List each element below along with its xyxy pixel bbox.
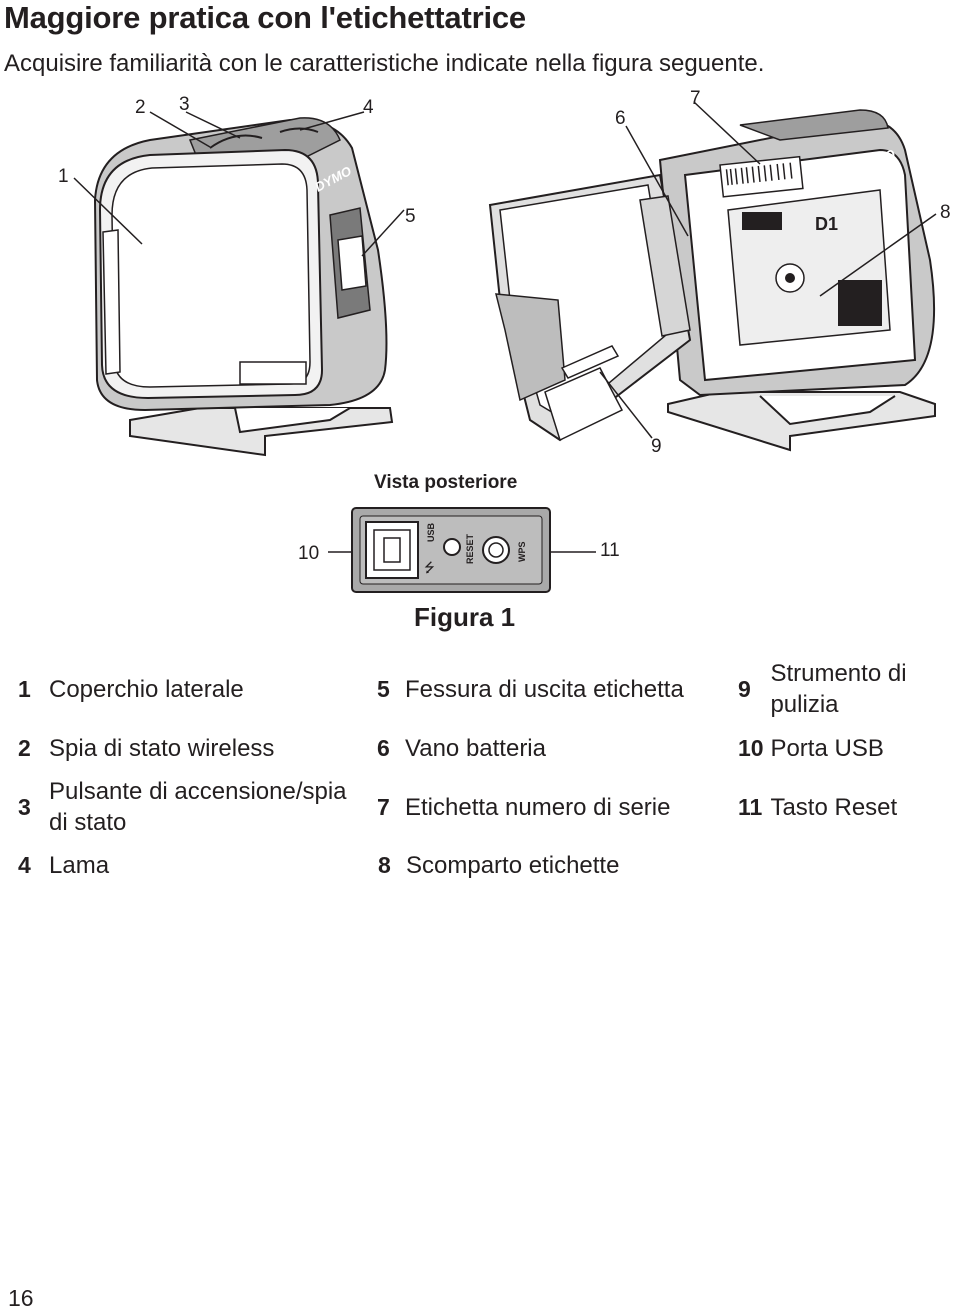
page-subtitle: Acquisire familiarità con le caratterist…: [4, 50, 765, 77]
reset-button: [443, 538, 461, 556]
callout-2: 2: [135, 97, 146, 118]
callout-3: 3: [179, 94, 190, 115]
legend-label: Pulsante di accensione/spia di stato: [49, 778, 347, 836]
figure-caption: Figura 1: [414, 602, 516, 632]
legend-row: 4 Lama 8 Scomparto etichette: [18, 836, 918, 894]
legend-number: 3: [18, 793, 31, 820]
wps-label: WPS: [517, 541, 527, 562]
cassette-label: D1: [815, 214, 838, 234]
legend-label: Strumento di pulizia: [770, 660, 907, 718]
usb-port-label: USB: [426, 522, 436, 542]
legend-number: 2: [18, 734, 31, 761]
legend-label: Vano batteria: [405, 734, 546, 762]
legend-label: Scomparto etichette: [406, 851, 620, 879]
legend-number: 10: [738, 734, 764, 761]
legend-row: 2 Spia di stato wireless 6 Vano batteria…: [18, 718, 918, 778]
rear-view-title: Vista posteriore: [374, 472, 518, 493]
legend-number: 7: [377, 793, 390, 820]
legend-number: 5: [377, 675, 390, 702]
callout-4: 4: [363, 97, 374, 118]
legend-label: Spia di stato wireless: [49, 734, 275, 762]
legend-item: 4 Lama: [18, 850, 378, 881]
printer-open-illustration: D1 DYMO: [488, 109, 936, 452]
legend-item: 2 Spia di stato wireless: [18, 733, 377, 764]
legend-item: 9 Strumento di pulizia: [738, 658, 918, 720]
legend-number: 8: [378, 851, 391, 878]
legend-number: 11: [738, 793, 763, 820]
callout-8: 8: [940, 202, 951, 223]
reset-label: RESET: [465, 533, 475, 564]
legend-number: 6: [377, 734, 390, 761]
usb-symbol-icon: ⭍: [424, 560, 435, 575]
legend-item: 7 Etichetta numero di serie: [377, 792, 738, 823]
legend-item: 11 Tasto Reset: [738, 792, 918, 823]
legend-item: 10 Porta USB: [738, 733, 918, 764]
printer-figure: DYMO D1 DYMO: [58, 88, 951, 593]
legend-number: 1: [18, 675, 31, 702]
callout-1: 1: [58, 166, 69, 187]
legend-item: 6 Vano batteria: [377, 733, 738, 764]
callout-11: 11: [600, 540, 620, 561]
legend-label: Lama: [49, 851, 110, 879]
page-title: Maggiore pratica con l'etichettatrice: [4, 0, 526, 35]
legend-label: Coperchio laterale: [49, 675, 244, 703]
legend-label: Etichetta numero di serie: [405, 793, 671, 821]
rear-panel-illustration: USB ⭍ RESET WPS: [351, 507, 551, 593]
legend-item: 1 Coperchio laterale: [18, 674, 377, 705]
legend-item: 8 Scomparto etichette: [378, 850, 740, 881]
callout-10: 10: [298, 543, 319, 564]
page-number: 16: [8, 1285, 34, 1311]
printer-front-illustration: DYMO: [93, 117, 394, 457]
callout-leader-lines: [73, 101, 937, 553]
legend-number: 9: [738, 675, 751, 702]
legend-table: 1 Coperchio laterale 5 Fessura di uscita…: [18, 660, 918, 894]
legend-number: 4: [18, 851, 31, 878]
callout-numbers: 1 2 3 4 5 6 7 8 9 10 11: [58, 88, 951, 564]
callout-6: 6: [615, 108, 626, 129]
legend-row: 1 Coperchio laterale 5 Fessura di uscita…: [18, 660, 918, 718]
legend-item: 3 Pulsante di accensione/spia di stato: [18, 776, 377, 838]
legend-label: Fessura di uscita etichetta: [405, 675, 684, 703]
legend-label: Porta USB: [770, 734, 884, 762]
callout-9: 9: [651, 436, 662, 457]
legend-row: 3 Pulsante di accensione/spia di stato 7…: [18, 778, 918, 836]
legend-label: Tasto Reset: [770, 793, 898, 821]
callout-5: 5: [405, 206, 416, 227]
callout-7: 7: [690, 88, 701, 109]
legend-item: 5 Fessura di uscita etichetta: [377, 674, 738, 705]
